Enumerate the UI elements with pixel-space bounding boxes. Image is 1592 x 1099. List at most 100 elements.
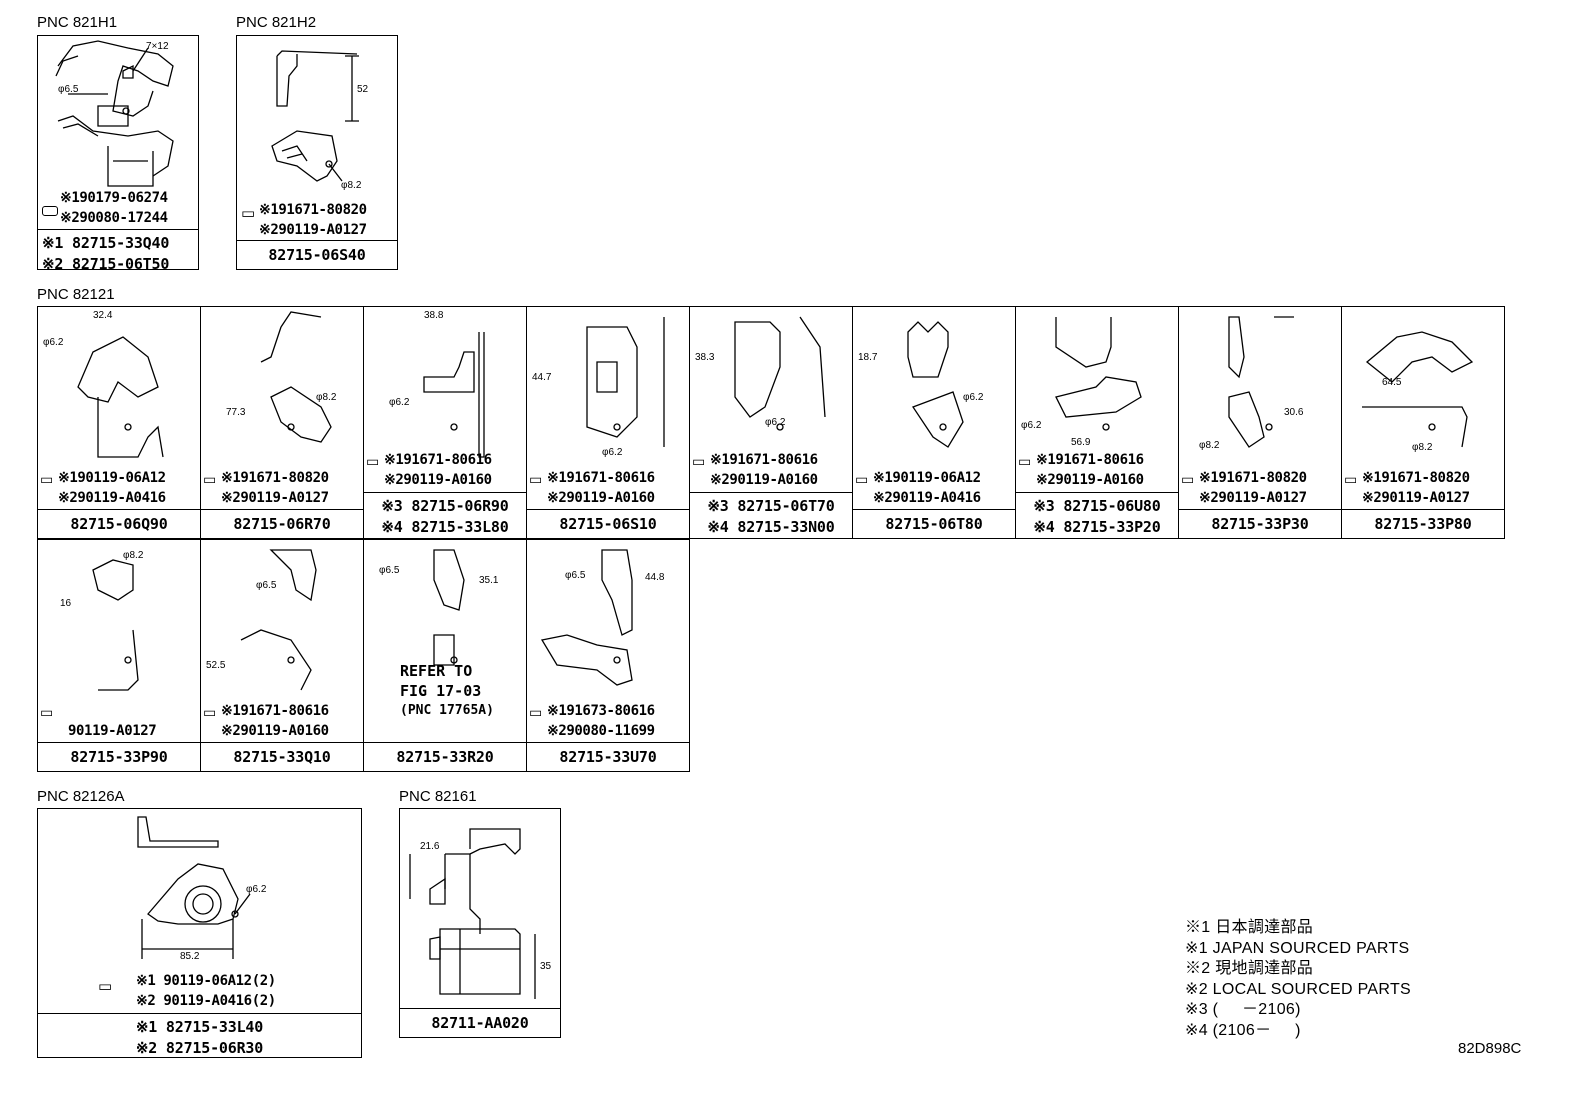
bolt-icon: ▭ [855, 472, 869, 488]
group-821h2: 52 φ8.2 ▭ ※191671-80820 ※290119-A0127 82… [236, 35, 398, 270]
bracket-drawing [260, 311, 332, 443]
bolt-hole [287, 656, 295, 664]
part-number: 82715-33U70 [527, 742, 689, 771]
bracket-drawing [1055, 317, 1142, 431]
bolt-icon: ▭ [692, 454, 706, 470]
bracket-outline [77, 336, 164, 458]
group-82161: 21.6 35 82711-AA020 [399, 808, 561, 1038]
part-number: 82715-06Q90 [38, 509, 200, 538]
dim-label: φ8.2 [316, 392, 337, 403]
dim-label: φ8.2 [1199, 440, 1220, 451]
fastener-number: ※191671-80820 [259, 202, 367, 218]
bracket-drawing [77, 336, 164, 458]
bolt-hole [613, 423, 621, 431]
bracket-outline [540, 549, 633, 686]
bolt-hole [450, 656, 458, 664]
bracket-drawing [433, 549, 465, 666]
bracket-outline [92, 559, 139, 691]
part-number-block: ※1 82715-33L40 ※2 82715-06R30 [38, 1013, 361, 1057]
fastener-number: ※190119-06A12 [873, 470, 981, 486]
group-82126a: φ6.2 85.2 ▭ ※1 90119-06A12(2) ※2 90119-A… [37, 808, 362, 1058]
fastener-number: ※290119-A0416 [58, 490, 166, 506]
fastener-number: ※290080-17244 [60, 210, 168, 226]
dim-label: φ6.5 [565, 570, 586, 581]
part-number: 82715-33P90 [38, 742, 200, 771]
part-number: ※4 82715-33P20 [1033, 518, 1161, 536]
bolt-hole [124, 656, 132, 664]
bracket-outline [240, 549, 317, 691]
bolt-hole [1428, 423, 1436, 431]
bolt-icon: ▭ [529, 705, 543, 721]
part-number: ※3 82715-06U80 [1033, 497, 1161, 515]
bracket-drawing [1362, 331, 1474, 448]
dim-label: 21.6 [420, 841, 440, 852]
bolt-hole [776, 423, 784, 431]
connector-drawing-82161 [409, 828, 536, 999]
legend-line: ※2 LOCAL SOURCED PARTS [1185, 980, 1411, 998]
refer-note: (PNC 17765A) [400, 703, 494, 718]
dim-label: φ8.2 [123, 550, 144, 561]
bracket-drawing [734, 316, 826, 431]
bolt-hole [613, 656, 621, 664]
part-number: 82715-33P80 [1342, 509, 1504, 538]
bracket-drawing-821h1 [55, 40, 174, 187]
dim-label: φ6.2 [765, 417, 786, 428]
bracket-drawing-82126a [137, 816, 251, 959]
dim-label: 44.8 [645, 572, 665, 583]
fastener-number: ※190179-06274 [60, 190, 168, 206]
group-821h1: 7×12 φ6.5 ※190179-06274 ※290080-17244 ※1… [37, 35, 199, 273]
part-number: ※4 82715-33N00 [707, 518, 835, 536]
bracket-drawing [586, 317, 665, 447]
dim-label: 44.7 [532, 372, 552, 383]
part-number: ※1 82715-33L40 [135, 1018, 264, 1036]
bolt-icon: ▭ [203, 472, 217, 488]
bolt-hole [1102, 423, 1110, 431]
refer-note: FIG 17-03 [400, 682, 482, 700]
part-number: 82715-33Q10 [201, 742, 363, 771]
dim-label: 77.3 [226, 407, 246, 418]
legend: ※1 日本調達部品 ※1 JAPAN SOURCED PARTS ※2 現地調達… [1185, 918, 1411, 1041]
fastener-number: 90119-A0127 [68, 723, 157, 739]
part-number-block: ※1 82715-33Q40 ※2 82715-06T50 [38, 229, 198, 273]
bracket-drawing-821h2 [271, 50, 359, 182]
bolt-hole [939, 423, 947, 431]
dim-label: 7×12 [146, 41, 169, 52]
fastener-number: ※290119-A0160 [710, 472, 818, 488]
fastener-number: ※290119-A0160 [1036, 472, 1144, 488]
bracket-drawing [423, 332, 485, 458]
part-number: 82715-06S10 [527, 509, 689, 538]
bolt-icon: ▭ [366, 454, 380, 470]
legend-line: ※2 現地調達部品 [1185, 960, 1314, 977]
group-title-821h1: PNC 821H1 [37, 14, 118, 31]
bolt-icon: ▭ [1344, 472, 1358, 488]
fastener-number: ※290119-A0160 [221, 723, 329, 739]
fastener-number: ※191671-80820 [221, 470, 329, 486]
dim-label: 64.5 [1382, 377, 1402, 388]
bolt-icon: ▭ [203, 705, 217, 721]
bracket-drawing [907, 321, 964, 448]
dim-label: 38.8 [424, 310, 444, 321]
dim-label: φ6.2 [246, 884, 267, 895]
part-number: ※4 82715-33L80 [381, 518, 509, 536]
legend-line: ※1 JAPAN SOURCED PARTS [1185, 939, 1410, 957]
refer-note: REFER TO [400, 662, 473, 680]
dim-label: φ8.2 [1412, 442, 1433, 453]
fastener-number: ※191673-80616 [547, 703, 655, 719]
part-number: 82715-33P30 [1179, 509, 1341, 538]
fastener-number: ※191671-80616 [710, 452, 818, 468]
clip-icon [42, 206, 58, 216]
bracket-outline [734, 316, 826, 418]
bracket-outline [1228, 316, 1294, 448]
fastener-number: ※290119-A0160 [384, 472, 492, 488]
part-number-block: ※3 82715-06U80 ※4 82715-33P20 [1016, 492, 1178, 538]
bracket-outline [586, 317, 665, 447]
fastener-number: ※1 90119-06A12(2) [136, 973, 276, 989]
bracket-outline [1362, 331, 1474, 448]
legend-line: ※3 ( －2106) [1185, 1001, 1301, 1018]
